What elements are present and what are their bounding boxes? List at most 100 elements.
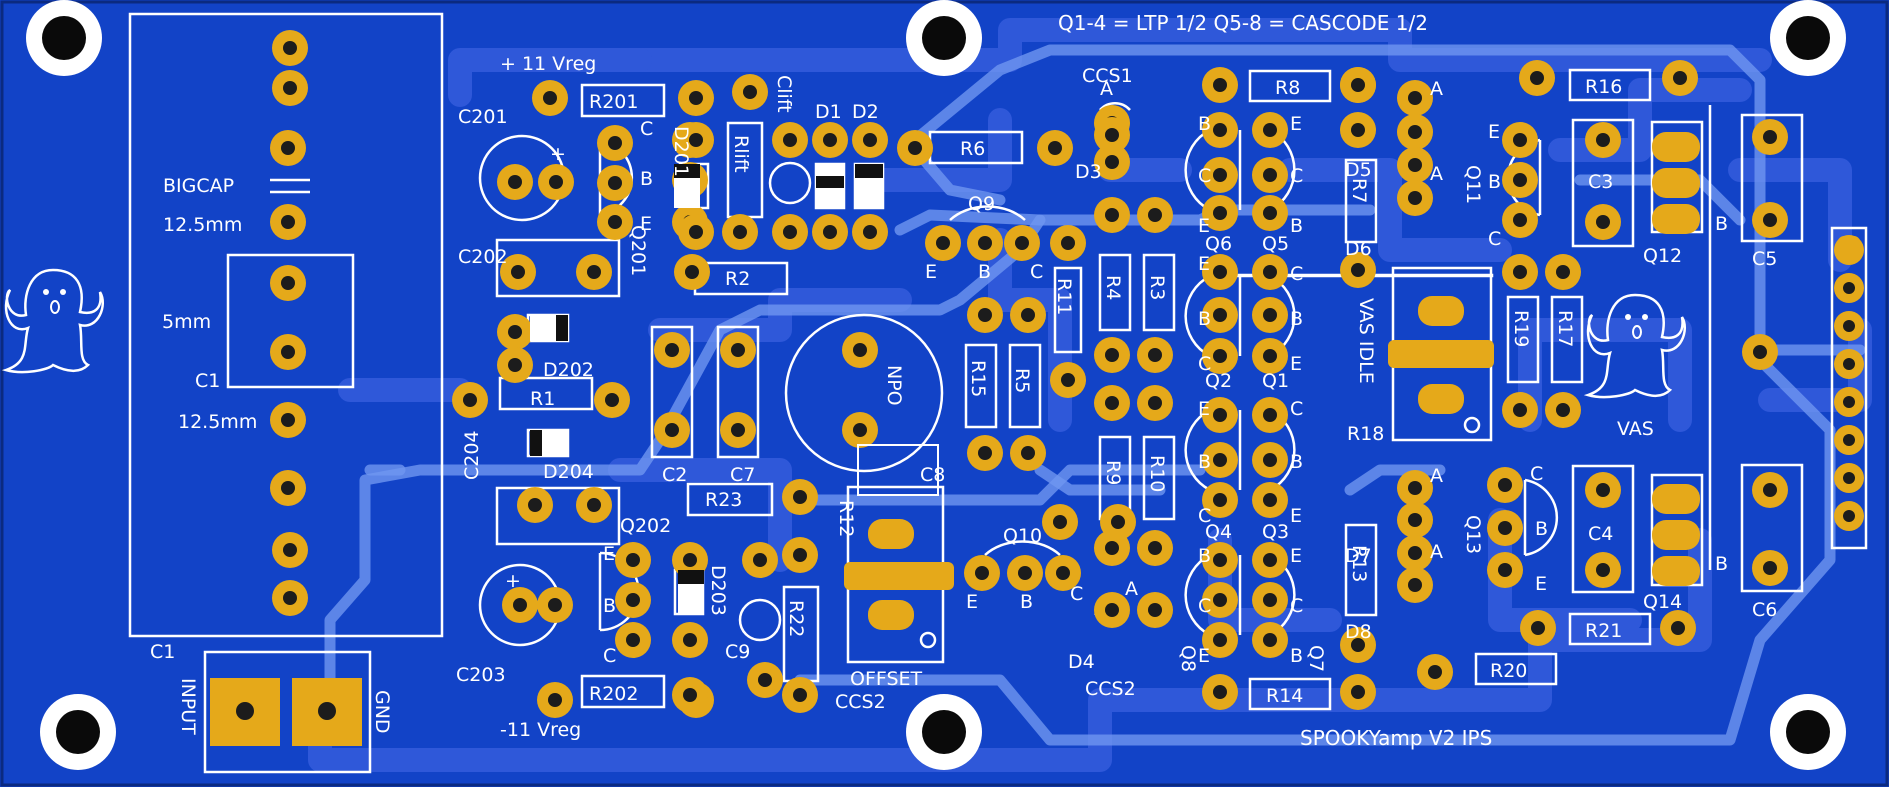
svg-text:R13: R13 [1348,545,1370,582]
pad-drill-hole [1263,593,1277,607]
pad-drill-hole [683,633,697,647]
svg-text:+: + [550,143,566,165]
svg-text:BIGCAP: BIGCAP [163,175,234,197]
svg-text:+ 11 Vreg: + 11 Vreg [500,53,596,75]
pad-drill-hole [513,598,527,612]
pad-drill-hole [1213,123,1227,137]
pad-drill-hole [281,215,295,229]
svg-text:C6: C6 [1752,599,1777,621]
pad-drill-hole [281,413,295,427]
svg-text:C9: C9 [725,641,750,663]
pad-drill-hole [1408,578,1422,592]
pad-drill-hole [1263,308,1277,322]
pad-drill-hole [543,91,557,105]
pad-drill-hole [1513,173,1527,187]
pin-label: A [1430,163,1443,185]
pad-drill-hole [281,481,295,495]
pad-drill-hole [608,136,622,150]
pad-drill-hole [1263,493,1277,507]
pin-label: B [1198,545,1211,567]
svg-text:R8: R8 [1275,77,1300,99]
svg-text:Q8: Q8 [1177,645,1199,672]
pad-drill-hole [283,591,297,605]
svg-text:Q7: Q7 [1305,645,1327,672]
svg-text:12.5mm: 12.5mm [163,214,242,236]
svg-text:R21: R21 [1585,620,1622,642]
ghost-icon-left [1,268,105,374]
pad-drill-hole [626,553,640,567]
pad-drill-hole [753,553,767,567]
pin-label: B [978,261,991,283]
pad-drill-hole [587,498,601,512]
pad-drill-hole [1148,396,1162,410]
pad-drill-hole [1111,515,1125,529]
pad-drill-hole [281,276,295,290]
pad-drill-hole [1148,208,1162,222]
pad-drill-hole [1148,541,1162,555]
board-note: Q1-4 = LTP 1/2 Q5-8 = CASCODE 1/2 [1058,11,1428,35]
pad-drill-hole [1213,408,1227,422]
pin-label: E [1535,573,1547,595]
pin-label: C [1070,583,1083,605]
pad-drill-hole [793,490,807,504]
pin-label: E [966,591,978,613]
pad-drill-hole [511,265,525,279]
pad-drill-hole [508,325,522,339]
pin-label: E [925,261,937,283]
svg-text:D204: D204 [543,461,594,483]
pad-drill-hole [783,225,797,239]
pad-drill-hole [1596,133,1610,147]
pad-drill-hole [281,345,295,359]
pad-drill-hole [1513,265,1527,279]
svg-text:R6: R6 [960,138,985,160]
pad-drill-hole [978,308,992,322]
pad-drill-hole [1351,263,1365,277]
svg-text:C3: C3 [1588,171,1613,193]
svg-text:R7: R7 [1348,178,1370,203]
svg-text:C203: C203 [456,664,506,686]
pad-drill-hole [1351,685,1365,699]
svg-text:D203: D203 [707,565,729,616]
pin-label: E [1290,353,1302,375]
pad-drill-hole [1408,546,1422,560]
svg-text:C5: C5 [1752,248,1777,270]
svg-text:Clift: Clift [773,75,795,113]
svg-text:B: B [1715,553,1728,575]
pin-label: B [1198,113,1211,135]
svg-text:C204: C204 [461,430,483,480]
pad-drill-hole [1105,541,1119,555]
svg-text:D7: D7 [1345,545,1372,567]
pad-drill-hole [1408,481,1422,495]
pad-drill-hole [1263,408,1277,422]
pad-drill-hole [793,688,807,702]
pad-drill-hole [685,265,699,279]
svg-text:Q3: Q3 [1262,521,1289,543]
svg-text:C1: C1 [195,370,220,392]
pad-drill-hole [689,91,703,105]
svg-text:VAS IDLE: VAS IDLE [1355,298,1377,384]
pad-drill-hole [1513,403,1527,417]
pad-drill-hole [863,133,877,147]
pin-label: C [1290,595,1303,617]
pin-label: C [1290,398,1303,420]
svg-text:Q13: Q13 [1462,515,1484,554]
pad-drill-hole [1056,566,1070,580]
svg-text:R20: R20 [1490,660,1527,682]
pad-drill-hole [793,548,807,562]
pin-label: C [1530,463,1543,485]
pin-label: B [640,168,653,190]
pad-drill-hole [608,215,622,229]
pad-drill-hole [689,225,703,239]
svg-text:C201: C201 [458,106,508,128]
svg-text:+: + [505,570,521,592]
pad-drill-hole [626,593,640,607]
pad-drill-hole [1263,168,1277,182]
svg-text:D201: D201 [670,126,692,177]
svg-text:D2: D2 [852,101,879,123]
pad-drill-hole [978,236,992,250]
svg-text:Q202: Q202 [620,515,671,537]
ghost-icon-right [1583,293,1687,399]
pad-drill-hole [683,688,697,702]
svg-text:R14: R14 [1266,685,1303,707]
pad-drill-hole [608,176,622,190]
